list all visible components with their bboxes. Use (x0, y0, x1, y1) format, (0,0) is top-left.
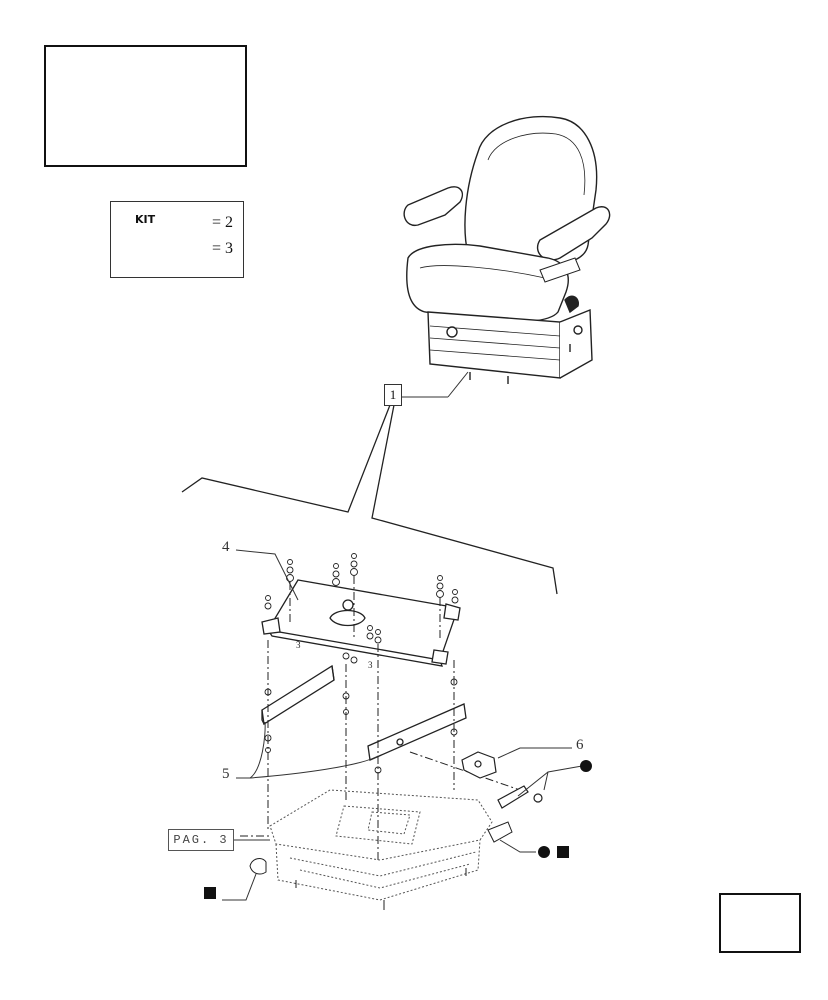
square-symbol-left (204, 887, 216, 899)
mounting-plate (261, 579, 461, 667)
kit-legend-box (110, 201, 244, 278)
rail-left (261, 664, 335, 726)
circle-symbol-knob (538, 846, 550, 858)
callout-item-5: 5 (222, 766, 230, 782)
callout-item-4: 4 (222, 539, 230, 555)
mark-3a: 3 (296, 640, 301, 650)
seat-base-reference (269, 789, 493, 901)
rail-right (367, 703, 467, 761)
kit-label: KIT (135, 213, 156, 226)
nav-back-button[interactable] (719, 893, 801, 953)
bracket-item-6 (461, 751, 543, 809)
circle-symbol-6 (580, 760, 592, 772)
callout-item-1: 1 (384, 384, 402, 406)
mark-3b: 3 (368, 660, 373, 670)
callout-item-6: 6 (576, 737, 584, 753)
assembly-lines (240, 576, 521, 860)
base-knobs (249, 821, 513, 910)
square-symbol-knob (557, 846, 569, 858)
legend-circle-count: = 2 (212, 214, 234, 231)
legend-square-count: = 3 (212, 240, 234, 257)
tractor-location-thumbnail (44, 45, 247, 167)
page-reference-box[interactable]: PAG. 3 (168, 829, 234, 851)
seat-assembly (403, 115, 611, 384)
